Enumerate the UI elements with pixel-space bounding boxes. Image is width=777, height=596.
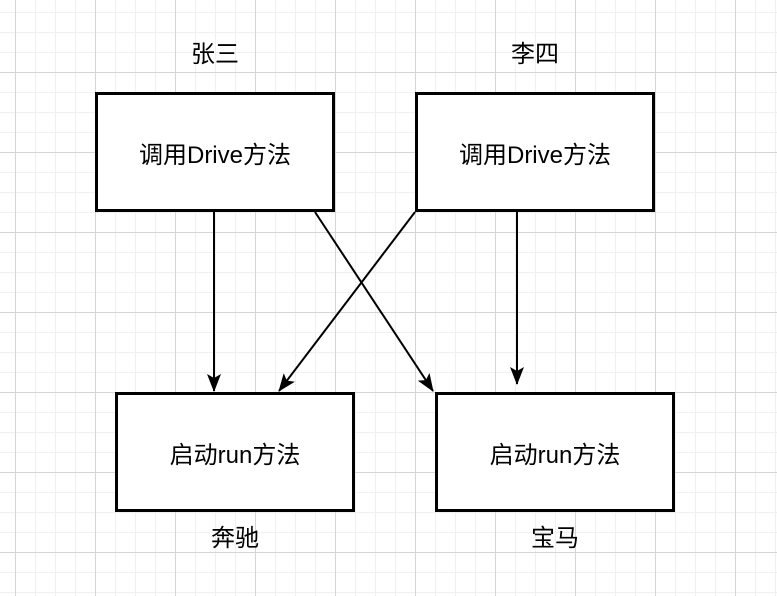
node-text: 调用Drive方法 <box>458 141 611 169</box>
label-zhangsan[interactable]: 张三 <box>191 41 239 68</box>
node-benchi-run[interactable]: 启动run方法 <box>115 392 355 512</box>
node-text: 启动run方法 <box>489 441 621 469</box>
node-lisi-call-drive[interactable]: 调用Drive方法 <box>415 92 655 212</box>
arrow-zhangsan-to-baoma[interactable] <box>314 211 434 392</box>
node-zhangsan-call-drive[interactable]: 调用Drive方法 <box>95 92 335 212</box>
node-baoma-run[interactable]: 启动run方法 <box>435 392 675 512</box>
node-text: 启动run方法 <box>169 441 301 469</box>
node-text: 调用Drive方法 <box>138 141 291 169</box>
label-baoma[interactable]: 宝马 <box>531 525 579 552</box>
label-benchi[interactable]: 奔驰 <box>211 525 259 552</box>
label-lisi[interactable]: 李四 <box>511 41 559 68</box>
arrow-lisi-to-benchi[interactable] <box>278 211 416 392</box>
